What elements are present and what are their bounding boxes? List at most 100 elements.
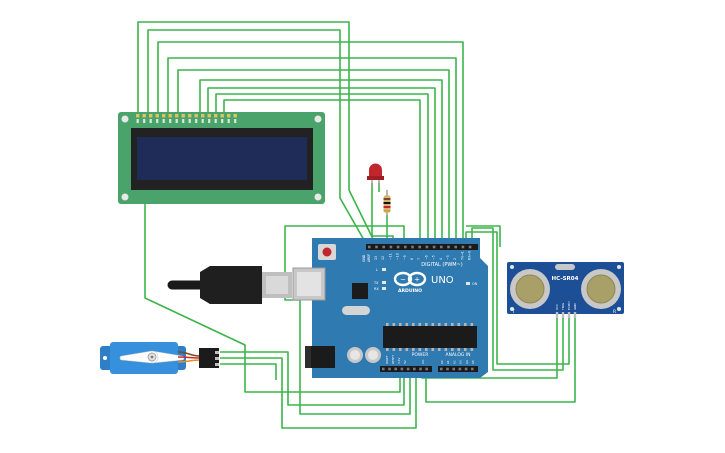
usb-cable[interactable] <box>167 266 292 304</box>
digital-pin[interactable] <box>389 245 393 249</box>
aref-label: AREF <box>367 254 371 262</box>
digital-pin[interactable] <box>396 245 400 249</box>
lcd-pin[interactable] <box>155 114 159 118</box>
wire-lcd-gnd[interactable] <box>144 201 401 393</box>
digital-pin-label: 8 <box>410 258 414 260</box>
digital-pin-label: ~5 <box>432 255 436 260</box>
ultrasonic-pin[interactable] <box>567 312 571 318</box>
digital-pin[interactable] <box>411 245 414 249</box>
resistor-band <box>383 202 391 204</box>
wire-top-right[interactable] <box>466 225 501 247</box>
wire-lcd-pin1[interactable] <box>137 21 378 248</box>
lcd-pin[interactable] <box>142 114 146 118</box>
digital-pin[interactable] <box>382 245 385 249</box>
v5-label: 5V <box>403 360 407 364</box>
lcd-pin[interactable] <box>201 114 205 118</box>
analog-pin[interactable] <box>471 367 474 371</box>
analog-header <box>438 366 478 372</box>
digital-pin-label: 4 <box>439 258 443 260</box>
digital-pin-label: 7 <box>417 258 421 260</box>
wire-lcd-pin3[interactable] <box>157 41 464 247</box>
v33-label: 3.3V <box>397 358 401 364</box>
wire-servo-c[interactable] <box>220 363 277 380</box>
wire-servo-a[interactable] <box>220 351 405 406</box>
lcd-pin[interactable] <box>188 114 192 118</box>
ultrasonic-pin[interactable] <box>573 312 577 318</box>
ultrasonic-pin[interactable] <box>555 312 559 318</box>
servo-connector <box>199 348 219 368</box>
lcd-pin[interactable] <box>162 114 166 118</box>
arduino-logo: − + <box>393 271 427 287</box>
analog-pin-label: A0 <box>440 360 444 364</box>
digital-pin[interactable] <box>468 245 472 249</box>
digital-pin[interactable] <box>425 245 429 249</box>
wire-lcd-pin9[interactable] <box>223 99 421 247</box>
lcd-module[interactable] <box>118 112 325 204</box>
power-pin[interactable] <box>425 367 428 371</box>
wire-lcd-pin8[interactable] <box>215 93 429 247</box>
wire-led-cathode[interactable] <box>371 183 394 247</box>
analog-pin[interactable] <box>440 367 443 371</box>
lcd-pin[interactable] <box>181 114 185 118</box>
lcd-pin[interactable] <box>175 114 179 118</box>
transmitter-mesh <box>516 275 544 303</box>
analog-pin-label: A2 <box>452 360 456 364</box>
analog-pin[interactable] <box>446 367 449 371</box>
analog-pin[interactable] <box>464 367 468 371</box>
tx-led <box>382 281 386 284</box>
lcd-pin-label-mark <box>221 119 224 123</box>
lcd-pin[interactable] <box>194 114 198 118</box>
ultrasonic-pin[interactable] <box>561 312 565 318</box>
wire-lcd-pin6[interactable] <box>199 79 443 247</box>
tx-label: TX <box>373 281 379 285</box>
digital-pin[interactable] <box>375 245 378 249</box>
wire-us-echo[interactable] <box>465 231 570 365</box>
analog-pin[interactable] <box>452 367 455 371</box>
power-pin[interactable] <box>388 367 391 371</box>
chip-leg <box>451 323 454 326</box>
power-pin[interactable] <box>413 367 416 371</box>
resistor-band <box>383 206 391 208</box>
wire-lcd-pin5[interactable] <box>177 69 450 247</box>
resistor[interactable] <box>383 190 391 217</box>
lcd-pin[interactable] <box>214 114 218 118</box>
lcd-pin[interactable] <box>168 114 172 118</box>
power-pin[interactable] <box>400 367 404 371</box>
digital-pin[interactable] <box>447 245 450 249</box>
lcd-pin[interactable] <box>207 114 211 118</box>
ultrasonic-r-mark: R <box>613 309 616 315</box>
board-model: UNO <box>431 275 454 286</box>
digital-pin-label: ~10 <box>396 253 400 260</box>
led[interactable] <box>367 163 384 187</box>
digital-pin[interactable] <box>418 245 421 249</box>
power-pin[interactable] <box>382 367 385 371</box>
digital-pin[interactable] <box>461 245 465 249</box>
digital-pin[interactable] <box>404 245 407 249</box>
wire-servo-b[interactable] <box>220 357 417 429</box>
servo-motor[interactable] <box>100 342 219 374</box>
power-pin[interactable] <box>394 367 397 371</box>
wire-lcd-pin7[interactable] <box>207 87 436 247</box>
wire-lcd-pin4[interactable] <box>167 57 457 247</box>
wire-lcd-pin2[interactable] <box>147 29 369 248</box>
gnd-label: GND <box>362 254 366 262</box>
power-header-label: POWER <box>412 352 429 358</box>
digital-pin[interactable] <box>368 245 371 249</box>
digital-pin[interactable] <box>432 245 436 249</box>
digital-pin-label: ~11 <box>388 253 392 260</box>
digital-pin[interactable] <box>454 245 457 249</box>
wire-left-loop[interactable] <box>284 225 405 247</box>
lcd-pin[interactable] <box>220 114 224 118</box>
digital-pin[interactable] <box>440 245 443 249</box>
wire-us-gnd[interactable] <box>425 312 576 403</box>
lcd-pin[interactable] <box>227 114 231 118</box>
power-pin[interactable] <box>406 367 410 371</box>
analog-pin[interactable] <box>458 367 462 371</box>
wire-us-trig[interactable] <box>471 227 564 371</box>
power-pin[interactable] <box>419 367 422 371</box>
lcd-pin[interactable] <box>233 114 237 118</box>
lcd-pin[interactable] <box>149 114 153 118</box>
lcd-pin[interactable] <box>136 114 140 118</box>
